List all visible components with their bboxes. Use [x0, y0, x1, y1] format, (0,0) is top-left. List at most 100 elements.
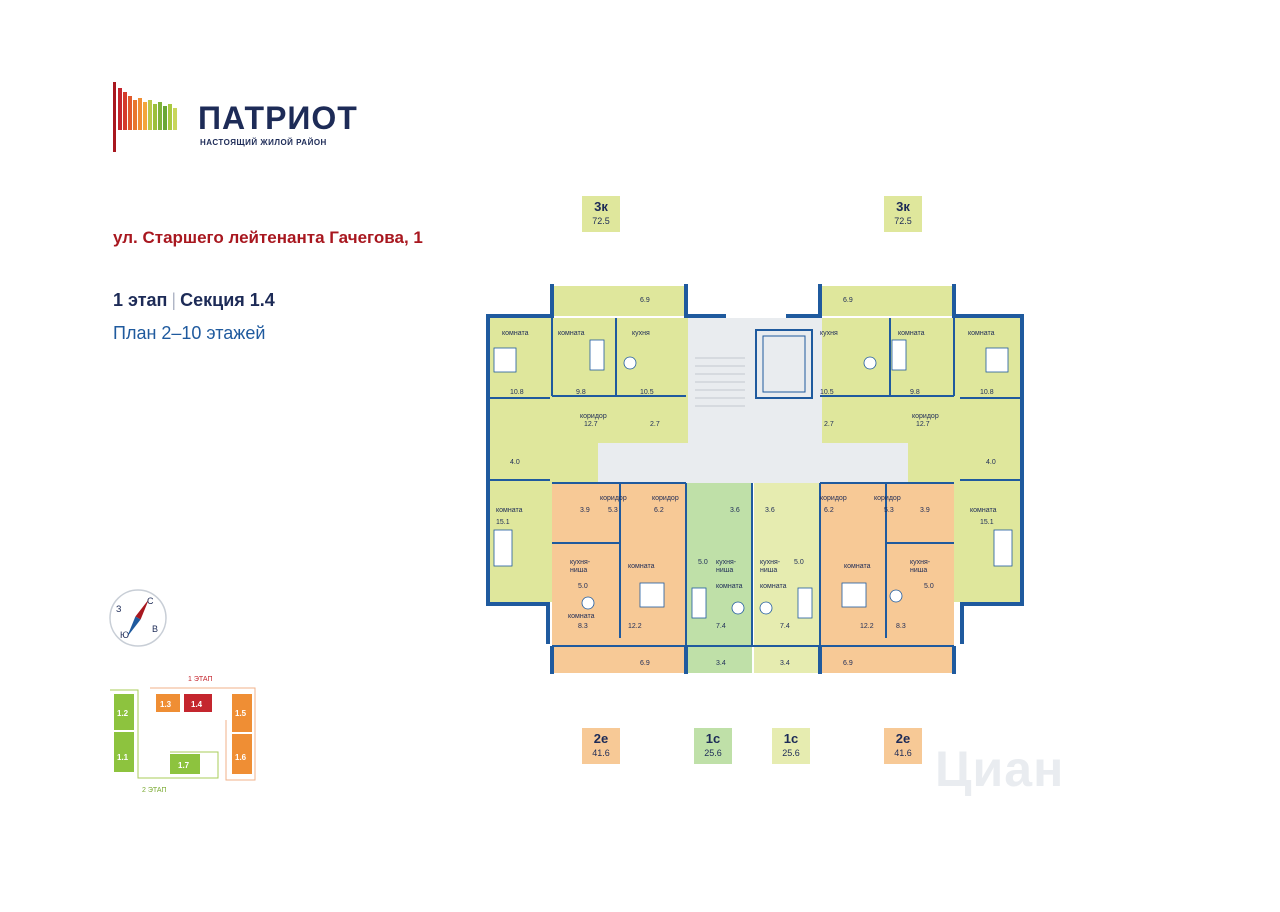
plan-title: План 2–10 этажей — [113, 323, 266, 343]
svg-text:5.3: 5.3 — [884, 507, 894, 514]
apartment-1c-left[interactable] — [686, 483, 752, 673]
svg-text:4.0: 4.0 — [986, 459, 996, 466]
svg-text:3.4: 3.4 — [716, 660, 726, 667]
svg-text:5.0: 5.0 — [698, 559, 708, 566]
logo-subtitle: НАСТОЯЩИЙ ЖИЛОЙ РАЙОН — [200, 138, 327, 147]
stage-heading: 1 этап|Секция 1.4 — [113, 290, 275, 310]
svg-text:комната: комната — [716, 583, 743, 590]
svg-text:12.2: 12.2 — [628, 623, 642, 630]
svg-text:комната: комната — [502, 330, 529, 337]
svg-text:Ю: Ю — [120, 630, 129, 640]
address: ул. Старшего лейтенанта Гачегова, 1 — [113, 228, 423, 247]
svg-text:коридор: коридор — [912, 413, 939, 420]
svg-text:коридор: коридор — [652, 495, 679, 502]
floor-plan: 6.9 6.9 комната комната кухня 10.8 9.8 1… — [486, 284, 1024, 674]
svg-text:В: В — [152, 624, 158, 634]
svg-text:1.3: 1.3 — [160, 700, 172, 709]
badge-type: 3к — [896, 199, 910, 214]
svg-text:1.5: 1.5 — [235, 709, 247, 718]
apartment-badge-1c-left[interactable]: 1с 25.6 — [694, 728, 732, 764]
apartment-badge-1c-right[interactable]: 1с 25.6 — [772, 728, 810, 764]
stage-label: 1 этап — [113, 290, 168, 310]
svg-text:12.7: 12.7 — [916, 421, 930, 428]
logo-title: ПАТРИОТ — [198, 100, 358, 136]
svg-text:15.1: 15.1 — [980, 519, 994, 526]
svg-text:12.2: 12.2 — [860, 623, 874, 630]
svg-text:6.2: 6.2 — [654, 507, 664, 514]
svg-text:5.0: 5.0 — [924, 583, 934, 590]
svg-text:8.3: 8.3 — [896, 623, 906, 630]
badge-type: 1с — [783, 731, 799, 746]
svg-text:ниша: ниша — [760, 567, 777, 574]
svg-text:5.0: 5.0 — [578, 583, 588, 590]
svg-text:С: С — [147, 596, 154, 606]
svg-text:комната: комната — [496, 507, 523, 514]
svg-text:комната: комната — [970, 507, 997, 514]
svg-text:коридор: коридор — [820, 495, 847, 502]
watermark: Циан — [935, 741, 1065, 797]
section-1-3 — [156, 694, 180, 712]
svg-text:3.4: 3.4 — [780, 660, 790, 667]
svg-text:комната: комната — [760, 583, 787, 590]
section-1-1 — [114, 732, 134, 772]
svg-text:6.9: 6.9 — [843, 660, 853, 667]
svg-text:10.8: 10.8 — [510, 389, 524, 396]
svg-text:7.4: 7.4 — [716, 623, 726, 630]
svg-text:10.5: 10.5 — [640, 389, 654, 396]
apartment-badge-3k-left[interactable]: 3к 72.5 — [582, 196, 620, 232]
svg-text:1.6: 1.6 — [235, 753, 247, 762]
svg-text:1.7: 1.7 — [178, 761, 190, 770]
svg-text:1 ЭТАП: 1 ЭТАП — [188, 676, 213, 683]
svg-text:7.4: 7.4 — [780, 623, 790, 630]
svg-text:9.8: 9.8 — [910, 389, 920, 396]
svg-text:комната: комната — [968, 330, 995, 337]
svg-text:3.9: 3.9 — [580, 507, 590, 514]
svg-text:ниша: ниша — [716, 567, 733, 574]
svg-text:8.3: 8.3 — [578, 623, 588, 630]
svg-text:комната: комната — [628, 563, 655, 570]
section-1-2 — [114, 694, 134, 730]
svg-text:кухня-: кухня- — [910, 559, 931, 566]
svg-text:1.1: 1.1 — [117, 753, 129, 762]
svg-text:2 ЭТАП: 2 ЭТАП — [142, 787, 167, 794]
badge-type: 2е — [895, 731, 911, 746]
logo-icon — [113, 82, 177, 152]
badge-area: 25.6 — [782, 748, 800, 758]
svg-text:коридор: коридор — [600, 495, 627, 502]
badge-type: 1с — [705, 731, 721, 746]
compass-icon: С З Ю В — [109, 589, 167, 647]
svg-text:кухня-: кухня- — [570, 559, 591, 566]
svg-text:15.1: 15.1 — [496, 519, 510, 526]
balcony-label: 6.9 — [843, 297, 853, 304]
svg-text:кухня: кухня — [820, 330, 838, 337]
section-1-6 — [232, 734, 252, 774]
svg-text:12.7: 12.7 — [584, 421, 598, 428]
svg-text:комната: комната — [898, 330, 925, 337]
apartment-badge-2e-left[interactable]: 2е 41.6 — [582, 728, 620, 764]
svg-text:2.7: 2.7 — [824, 421, 834, 428]
svg-text:комната: комната — [568, 613, 595, 620]
apartment-badge-2e-right[interactable]: 2е 41.6 — [884, 728, 922, 764]
badge-type: 2е — [593, 731, 609, 746]
svg-text:комната: комната — [558, 330, 585, 337]
section-1-4 — [184, 694, 212, 712]
badge-area: 41.6 — [592, 748, 610, 758]
section-1-7 — [170, 754, 200, 774]
badge-area: 25.6 — [704, 748, 722, 758]
svg-text:5.3: 5.3 — [608, 507, 618, 514]
svg-text:комната: комната — [844, 563, 871, 570]
svg-text:2.7: 2.7 — [650, 421, 660, 428]
svg-text:1.4: 1.4 — [191, 700, 203, 709]
svg-text:коридор: коридор — [874, 495, 901, 502]
svg-text:коридор: коридор — [580, 413, 607, 420]
svg-text:кухня: кухня — [632, 330, 650, 337]
section-1-5 — [232, 694, 252, 732]
svg-text:3.6: 3.6 — [765, 507, 775, 514]
svg-text:4.0: 4.0 — [510, 459, 520, 466]
site-map: 1 ЭТАП 1.2 1.1 1.3 1.4 1.7 1.5 1.6 2 ЭТА… — [110, 676, 256, 794]
svg-text:кухня-: кухня- — [716, 559, 737, 566]
apartment-1c-right[interactable] — [754, 483, 820, 673]
apartment-badge-3k-right[interactable]: 3к 72.5 — [884, 196, 922, 232]
badge-area: 72.5 — [592, 216, 610, 226]
badge-area: 72.5 — [894, 216, 912, 226]
